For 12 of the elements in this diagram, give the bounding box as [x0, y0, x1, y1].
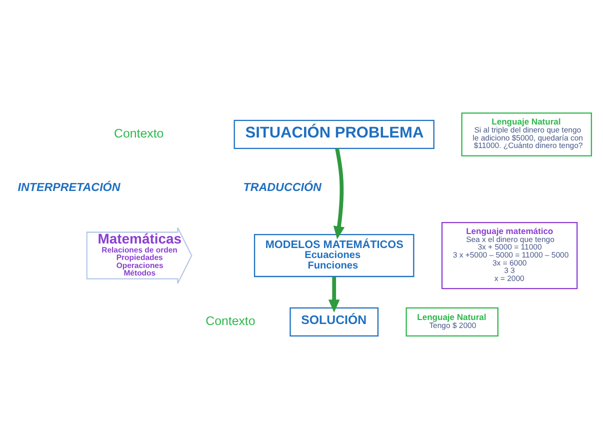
node-box: SOLUCIÓN [290, 306, 379, 336]
node-box: Lenguaje Natural Tengo $ 2000 [406, 306, 498, 336]
label: TRADUCCIÓN [243, 180, 322, 194]
label: Contexto [206, 313, 256, 328]
node-box: SITUACIÓN PROBLEMA [234, 119, 434, 148]
node-box: Lenguaje matemático Sea x el dinero que tengo 3x + 5000 = 11000 3 x +5000 – 5000 = 11000 – 5000 3x = 6000 3 3 x = 2000 [441, 221, 578, 289]
node-box: MODELOS MATEMÁTICOS Ecuaciones Funciones [254, 234, 414, 277]
label: Contexto [114, 126, 164, 140]
arrow [328, 276, 340, 312]
node-box: Lenguaje Natural Si al triple del dinero que tengo le adiciono $5000, quedaría con $11000. ¿Cuánto dinero tengo? [461, 112, 592, 156]
label: INTERPRETACIÓN [18, 180, 120, 194]
arrow [333, 148, 345, 239]
